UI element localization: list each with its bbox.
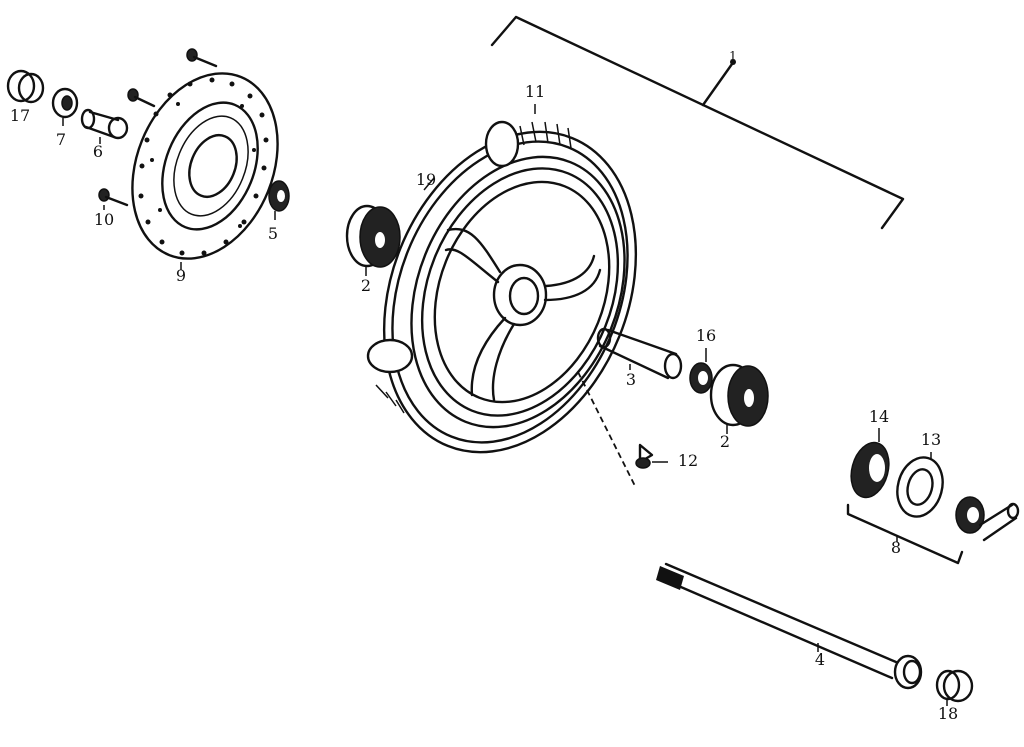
cap-18-icon (935, 669, 974, 706)
part-label-13: 13 (920, 430, 942, 449)
part-label-10: 10 (93, 210, 115, 229)
nut-5-icon (268, 180, 290, 220)
part-label-12: 12 (677, 451, 699, 470)
axle-4-icon (656, 562, 923, 690)
valve-stem-12-icon (635, 443, 668, 469)
part-label-14: 14 (868, 407, 890, 426)
part-label-19: 19 (415, 170, 437, 189)
wheel-tire-19-icon (366, 104, 638, 489)
part-label-5: 5 (267, 224, 279, 243)
oil-seal-16-icon (689, 348, 713, 394)
gear-box-8-icon (846, 428, 1020, 565)
bearing-2-right-icon (709, 363, 769, 434)
spacer-3-icon (596, 327, 683, 380)
part-label-9: 9 (175, 266, 187, 285)
part-label-2-right: 2 (719, 432, 731, 451)
nut-7-icon (51, 87, 79, 126)
part-label-4: 4 (814, 650, 826, 669)
part-label-2-left: 2 (360, 276, 372, 295)
part-label-7: 7 (55, 130, 67, 149)
part-label-3: 3 (625, 370, 637, 389)
part-label-11: 11 (524, 82, 546, 101)
bolt-icon (98, 48, 218, 207)
collar-6-icon (80, 108, 129, 144)
assembly-bracket-1 (490, 15, 905, 230)
cap-17-icon (6, 69, 45, 104)
part-label-17: 17 (9, 106, 31, 125)
part-label-1: 1 (729, 49, 737, 63)
part-label-18: 18 (937, 704, 959, 723)
part-label-6: 6 (92, 142, 104, 161)
brake-disc-9-icon (131, 72, 279, 270)
bearing-2-left-icon (345, 204, 401, 276)
part-label-8: 8 (890, 538, 902, 557)
part-label-16: 16 (695, 326, 717, 345)
